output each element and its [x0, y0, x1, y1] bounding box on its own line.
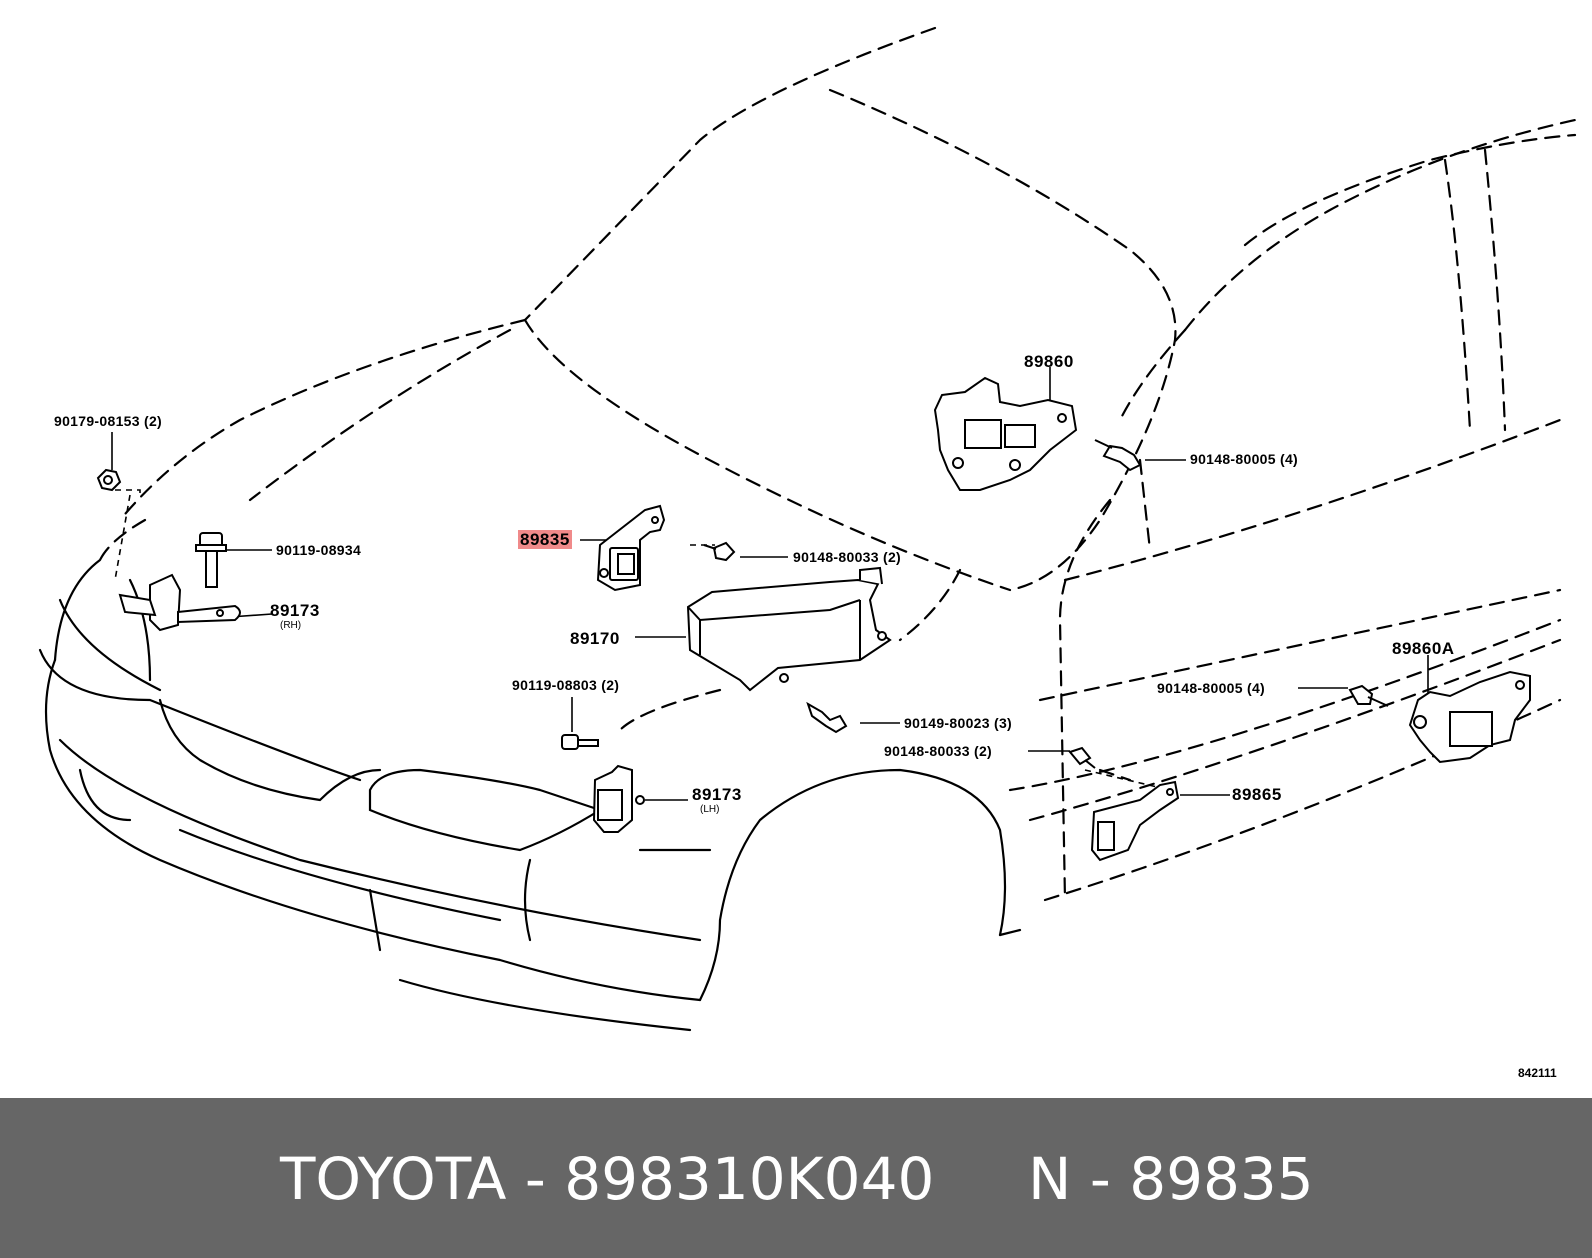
- callout-90148-80033-upper: 90148-80033 (2): [793, 549, 902, 565]
- footer-brand-part-number: TOYOTA - 898310K040: [280, 1145, 935, 1213]
- callout-89860: 89860: [1024, 352, 1074, 371]
- callout-90148-80033-lower: 90148-80033 (2): [884, 743, 993, 759]
- callout-90148-80005-upper: 90148-80005 (4): [1190, 451, 1299, 467]
- car-outline-drawing: [38, 26, 1577, 1032]
- diagram-reference-number: 842111: [1518, 1066, 1557, 1080]
- footer-banner: TOYOTA - 898310K040 N - 89835: [0, 1098, 1592, 1258]
- callout-rh-side: (RH): [280, 620, 302, 631]
- footer-reference-number: N - 89835: [1028, 1145, 1314, 1213]
- callout-90148-80005-lower: 90148-80005 (4): [1157, 680, 1266, 696]
- callout-lh-side: (LH): [700, 804, 720, 815]
- parts-diagram: 90179-08153 (2) 90119-08934 89173 (RH) 8…: [38, 26, 1577, 1080]
- callout-89173-rh: 89173: [270, 601, 320, 620]
- callout-90119-08934: 90119-08934: [276, 542, 362, 558]
- callout-89835-highlighted: 89835: [518, 530, 572, 549]
- callout-89860a: 89860A: [1392, 639, 1455, 658]
- callout-89170: 89170: [570, 629, 620, 648]
- callout-90119-08803: 90119-08803 (2): [512, 677, 620, 693]
- callout-90149-80023: 90149-80023 (3): [904, 715, 1013, 731]
- callout-89173-lh: 89173: [692, 785, 742, 804]
- callout-90179-08153: 90179-08153 (2): [54, 413, 163, 429]
- callout-89865: 89865: [1232, 785, 1282, 804]
